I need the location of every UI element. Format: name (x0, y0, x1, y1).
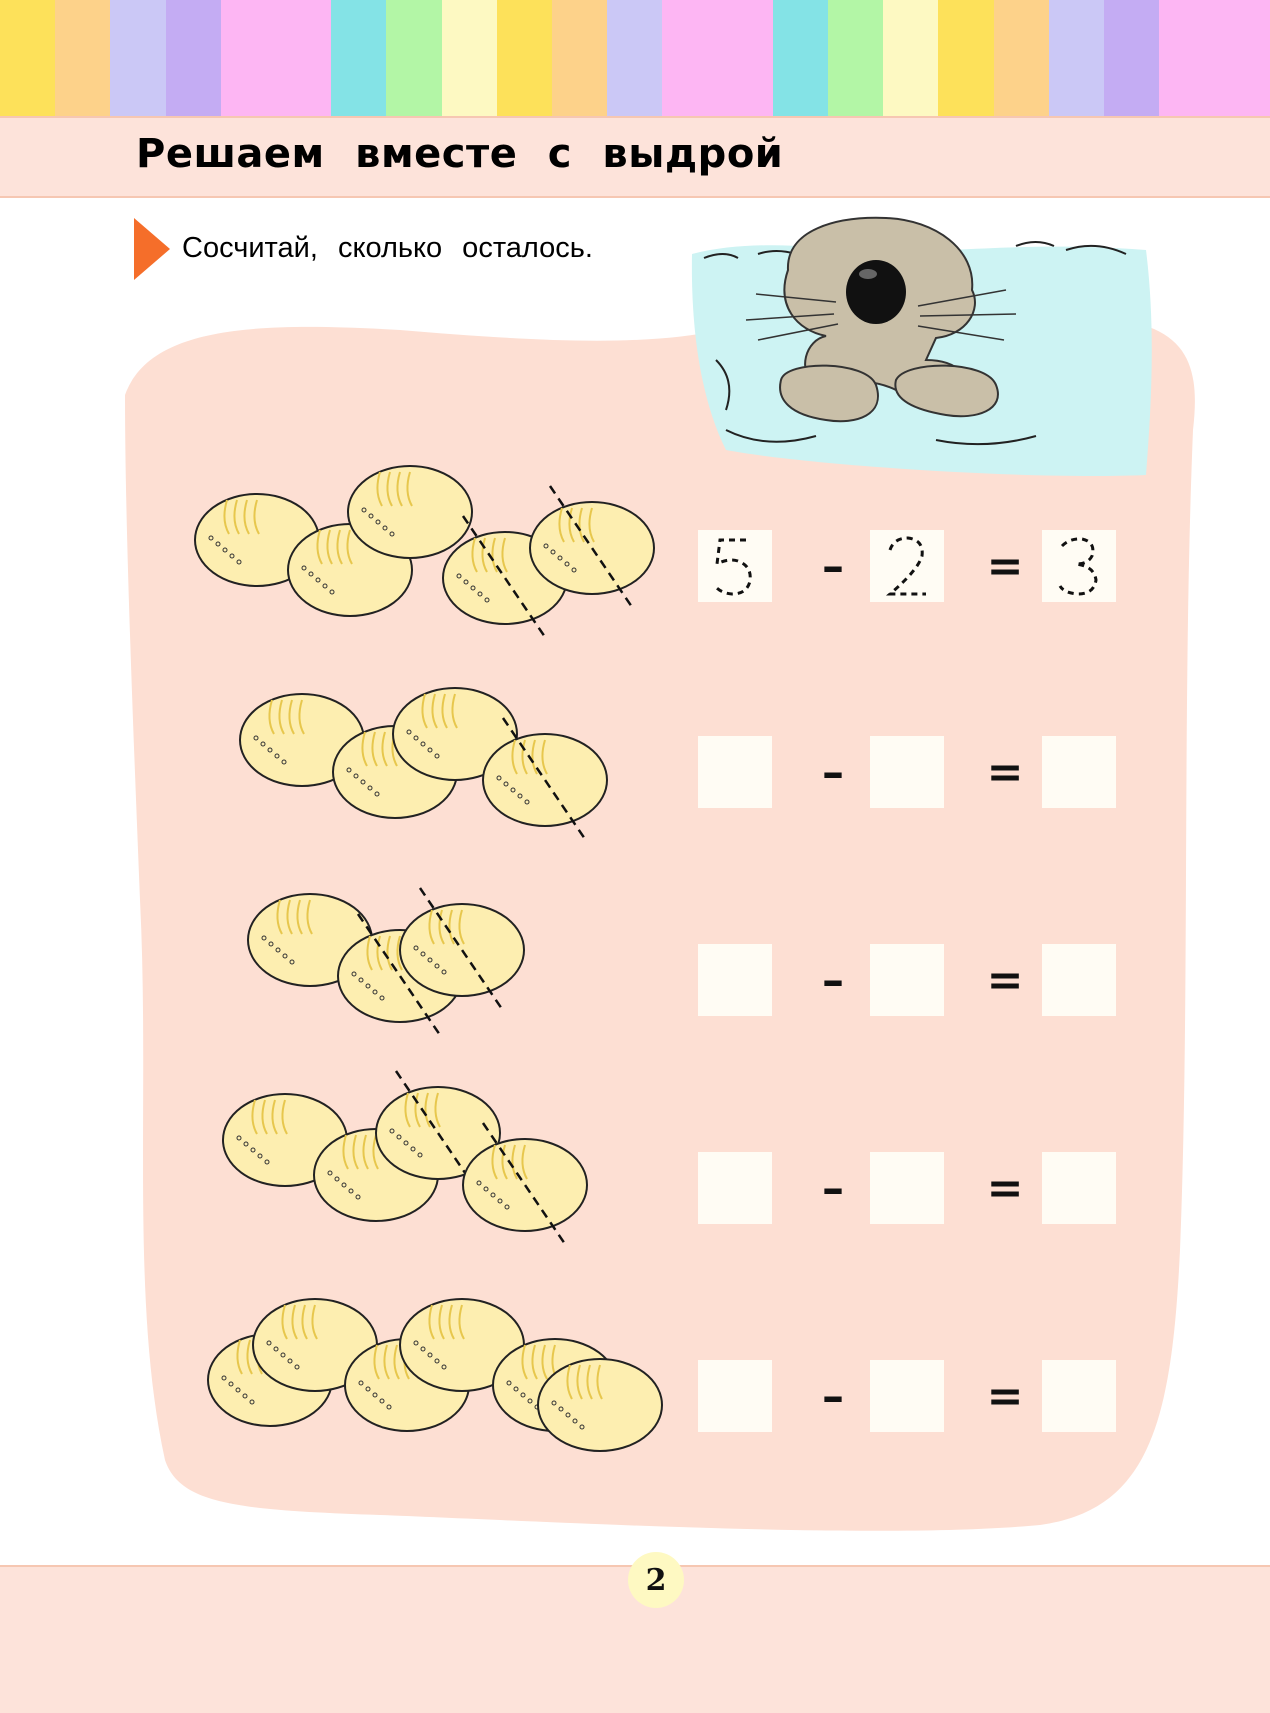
shell-icon (399, 1298, 525, 1392)
header-stripe (331, 0, 387, 116)
shell-icon (537, 1358, 663, 1452)
digit-5-dotted (712, 538, 752, 596)
header-stripe (1104, 0, 1160, 116)
header-stripe (0, 0, 56, 116)
equation-row-3: – = (698, 944, 1118, 1020)
result-box[interactable] (1042, 944, 1116, 1016)
header-stripes (0, 0, 1270, 116)
equals-sign: = (986, 1162, 1024, 1214)
digit-3-dotted (1058, 537, 1098, 596)
header-stripe (552, 0, 608, 116)
minuend-box[interactable] (698, 1360, 772, 1432)
header-stripe (441, 0, 497, 116)
digit-2-dotted (885, 536, 926, 596)
page-number: 2 (628, 1552, 684, 1608)
header-stripe (276, 0, 332, 116)
shell-icon (482, 717, 608, 843)
minus-sign: – (822, 954, 844, 1006)
minus-sign: – (822, 746, 844, 798)
equation-row-5: – = (698, 1360, 1118, 1436)
subtrahend-box[interactable]: 2 (870, 530, 944, 602)
minus-sign: – (822, 1162, 844, 1214)
header-stripe (717, 0, 773, 116)
header-stripe (772, 0, 829, 116)
header-stripe (938, 0, 994, 116)
header-stripe (1048, 0, 1105, 116)
subtrahend-box[interactable] (870, 944, 944, 1016)
minus-sign: – (822, 540, 844, 592)
header-stripe (662, 0, 718, 116)
result-box[interactable] (1042, 1360, 1116, 1432)
header-stripe (165, 0, 221, 116)
page-title: Решаем вместе с выдрой (136, 131, 784, 177)
subtrahend-box[interactable] (870, 1152, 944, 1224)
header-stripe (386, 0, 442, 116)
minuend-box[interactable] (698, 736, 772, 808)
equals-sign: = (986, 1370, 1024, 1422)
header-stripe (110, 0, 166, 116)
triangle-arrow-icon (134, 218, 170, 280)
header-stripe (496, 0, 553, 116)
minuend-box[interactable] (698, 1152, 772, 1224)
header-stripe (883, 0, 939, 116)
shell-icon (399, 887, 525, 1013)
header-stripe (828, 0, 884, 116)
header-stripe (55, 0, 111, 116)
subtrahend-box[interactable] (870, 736, 944, 808)
shell-icon (529, 485, 655, 611)
equation-row-4: – = (698, 1152, 1118, 1228)
equals-sign: = (986, 954, 1024, 1006)
equation-row-1: 5 – 2 = 3 (698, 530, 1118, 606)
header-stripe (1214, 0, 1270, 116)
subtrahend-box[interactable] (870, 1360, 944, 1432)
minuend-box[interactable]: 5 (698, 530, 772, 602)
sea-otter-icon (691, 216, 1152, 476)
header-stripe (607, 0, 663, 116)
header-stripe (993, 0, 1049, 116)
equals-sign: = (986, 746, 1024, 798)
minuend-box[interactable] (698, 944, 772, 1016)
minus-sign: – (822, 1370, 844, 1422)
shell-icon (462, 1122, 588, 1248)
result-box[interactable] (1042, 736, 1116, 808)
header-stripe (1159, 0, 1215, 116)
shell-icon (239, 693, 365, 787)
shell-icon (375, 1070, 501, 1196)
result-box[interactable]: 3 (1042, 530, 1116, 602)
shell-icon (347, 465, 473, 559)
instruction-text: Сосчитай, сколько осталось. (182, 232, 593, 264)
equals-sign: = (986, 540, 1024, 592)
result-box[interactable] (1042, 1152, 1116, 1224)
header-stripe (220, 0, 277, 116)
equation-row-2: – = (698, 736, 1118, 812)
shell-icon (392, 687, 518, 781)
title-band (0, 116, 1270, 198)
